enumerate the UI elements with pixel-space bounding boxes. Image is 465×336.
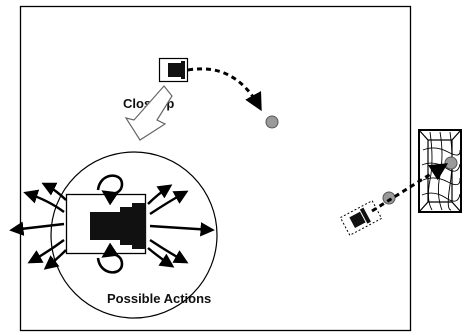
possible-actions-label: Possible Actions bbox=[107, 291, 211, 306]
move-arrow-icon bbox=[9, 221, 65, 236]
move-arrow-icon bbox=[147, 184, 173, 205]
move-arrow-icon bbox=[149, 239, 189, 264]
goal-net-icon bbox=[418, 129, 462, 213]
move-arrow-icon bbox=[149, 190, 189, 215]
robot-icon bbox=[158, 57, 189, 83]
robot-icon bbox=[339, 200, 383, 236]
closeup-robot bbox=[65, 193, 147, 255]
ball-icon bbox=[265, 115, 279, 129]
rotate-arrow-icon bbox=[96, 242, 124, 274]
ball-icon bbox=[382, 191, 396, 205]
closeup-arrow bbox=[124, 85, 173, 141]
possible-actions-circle bbox=[50, 151, 218, 319]
move-arrow-icon bbox=[41, 182, 67, 201]
move-arrow-icon bbox=[149, 222, 215, 237]
ball-icon bbox=[444, 156, 458, 170]
rotate-arrow-icon bbox=[96, 174, 124, 206]
move-arrow-icon bbox=[27, 239, 65, 264]
move-arrow-icon bbox=[43, 249, 67, 270]
move-arrow-icon bbox=[23, 189, 65, 213]
field-boundary bbox=[19, 5, 412, 332]
move-arrow-icon bbox=[147, 247, 175, 268]
robot-trajectory bbox=[187, 67, 262, 112]
